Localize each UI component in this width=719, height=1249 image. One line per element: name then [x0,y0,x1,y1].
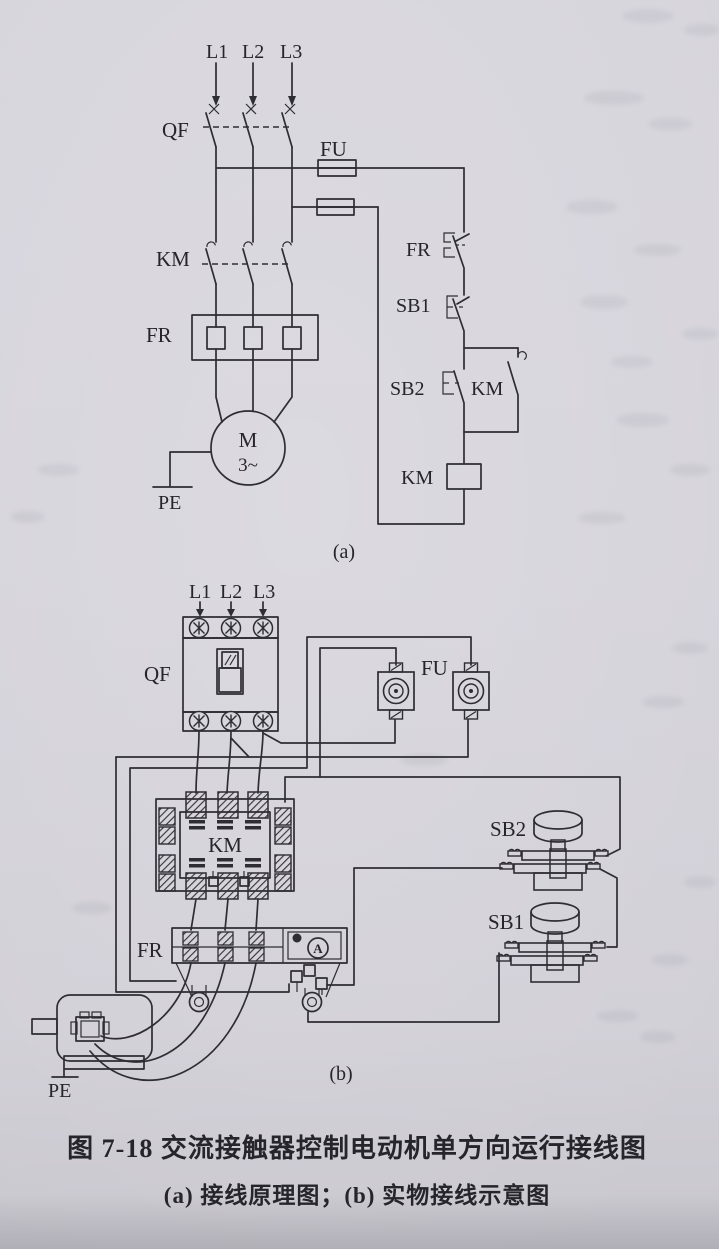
label-a-fu: FU [320,137,347,161]
label-b-km: KM [208,833,242,857]
label-b-fu: FU [421,656,448,680]
fr-thermal-element-a [191,314,319,361]
phase-label-a-l1: L1 [206,41,228,63]
control-circuit-a: FR SB1 SB2 KM KM [377,167,527,525]
label-a-sb2: SB2 [390,378,424,400]
qf-breaker-device-b [182,616,279,732]
figure-caption: 图 7-18 交流接触器控制电动机单方向运行接线图 (a) 接线原理图；(b) … [67,1133,647,1208]
phase-label-a-l3: L3 [280,41,302,63]
motor-device-b [31,994,153,1078]
supply-line-arrows-b [196,601,267,617]
label-a-fr: FR [146,323,172,347]
fuse-symbols-a [215,159,465,216]
caption-subtitle: (a) 接线原理图；(b) 实物接线示意图 [164,1182,550,1208]
label-b-pe: PE [48,1080,71,1102]
label-a-pe: PE [158,492,181,514]
km-contact-points [189,820,261,868]
label-b-qf: QF [144,662,171,686]
km-contactor-device-b: KM [155,791,295,900]
subfigure-tag-a: (a) [333,541,355,563]
label-a-km: KM [156,247,190,271]
fuse-device-b-1 [377,662,415,720]
label-a-fr-contact: FR [406,239,431,261]
schematic-diagram-a: L1 L2 L3 QF FU [146,41,527,563]
fr-mount-feet [188,985,323,1013]
fr-control-terminals [290,964,328,995]
motor-letter-a: M [239,428,258,452]
subfigure-tag-b: (b) [329,1063,352,1085]
earth-symbol-a [152,451,212,488]
label-a-qf: QF [162,118,189,142]
phase-label-b-l3: L3 [253,581,275,603]
phase-label-b-l2: L2 [220,581,242,603]
pictorial-diagram-b: L1 L2 L3 QF [31,581,621,1102]
label-a-km-coil: KM [401,467,433,489]
phase-label-a-l2: L2 [242,41,264,63]
fuse-device-b-2 [452,662,490,720]
label-b-fr: FR [137,938,163,962]
motor-phase-a: 3~ [238,455,258,476]
ammeter-letter: A [313,941,323,956]
motor-terminal-box [70,1011,110,1042]
label-a-sb1: SB1 [396,295,430,317]
wiring-runs-b [115,636,621,1023]
fr-relay-device-b: A [171,927,348,1013]
label-a-km-aux: KM [471,378,503,400]
km-main-contacts-a [202,241,293,285]
fr-test-dot [292,933,302,943]
page-bleed-through [11,9,719,1043]
supply-line-arrows-a [212,62,296,106]
earth-symbol-b [51,1068,79,1078]
label-b-sb2: SB2 [490,817,526,841]
motor-symbol-a: M 3~ [210,410,286,486]
qf-breaker-symbol-a [203,103,296,148]
label-b-sb1: SB1 [488,910,524,934]
caption-title: 图 7-18 交流接触器控制电动机单方向运行接线图 [67,1133,647,1163]
fr-ammeter-dial: A [307,937,329,959]
phase-label-b-l1: L1 [189,581,211,603]
